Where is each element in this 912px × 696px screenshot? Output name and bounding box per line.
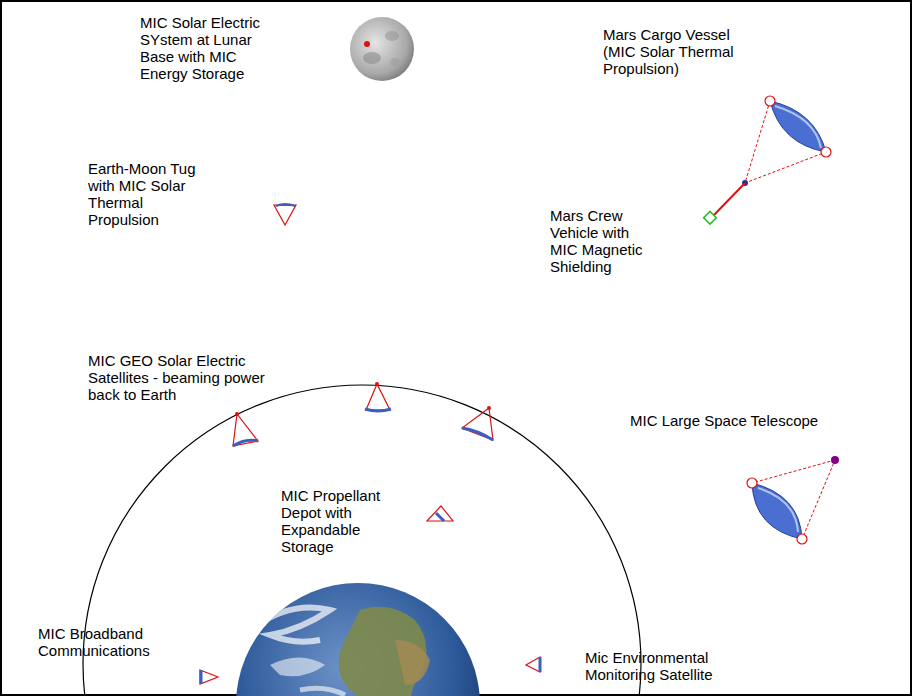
moon-base-label: MIC Solar Electric SYstem at Lunar Base … — [140, 14, 270, 82]
environmental-satellite — [526, 657, 540, 672]
environmental-label: Mic Environmental Monitoring Satellite — [585, 649, 745, 683]
broadband-satellite — [200, 670, 218, 684]
tug-spacecraft — [274, 204, 296, 225]
space-telescope — [747, 456, 839, 544]
telescope-label: MIC Large Space Telescope — [630, 412, 830, 429]
geo-orbit — [83, 385, 641, 696]
geo-satellite — [462, 406, 493, 440]
moon — [350, 17, 414, 81]
crew-vehicle-label: Mars Crew Vehicle with MIC Magnetic Shie… — [550, 207, 654, 275]
geo-satellites-label: MIC GEO Solar Electric Satellites - beam… — [88, 352, 280, 403]
cargo-vessel-label: Mars Cargo Vessel (MIC Solar Thermal Pro… — [603, 26, 745, 77]
geo-satellite — [365, 382, 391, 411]
depot-label: MIC Propellant Depot with Expandable Sto… — [281, 487, 393, 555]
broadband-label: MIC Broadband Communications — [38, 625, 162, 659]
geo-satellite — [233, 412, 258, 446]
propellant-depot — [427, 506, 453, 521]
mars-cargo-vessel — [704, 96, 831, 224]
earth — [236, 583, 480, 696]
tug-label: Earth-Moon Tug with MIC Solar Thermal Pr… — [88, 160, 204, 228]
